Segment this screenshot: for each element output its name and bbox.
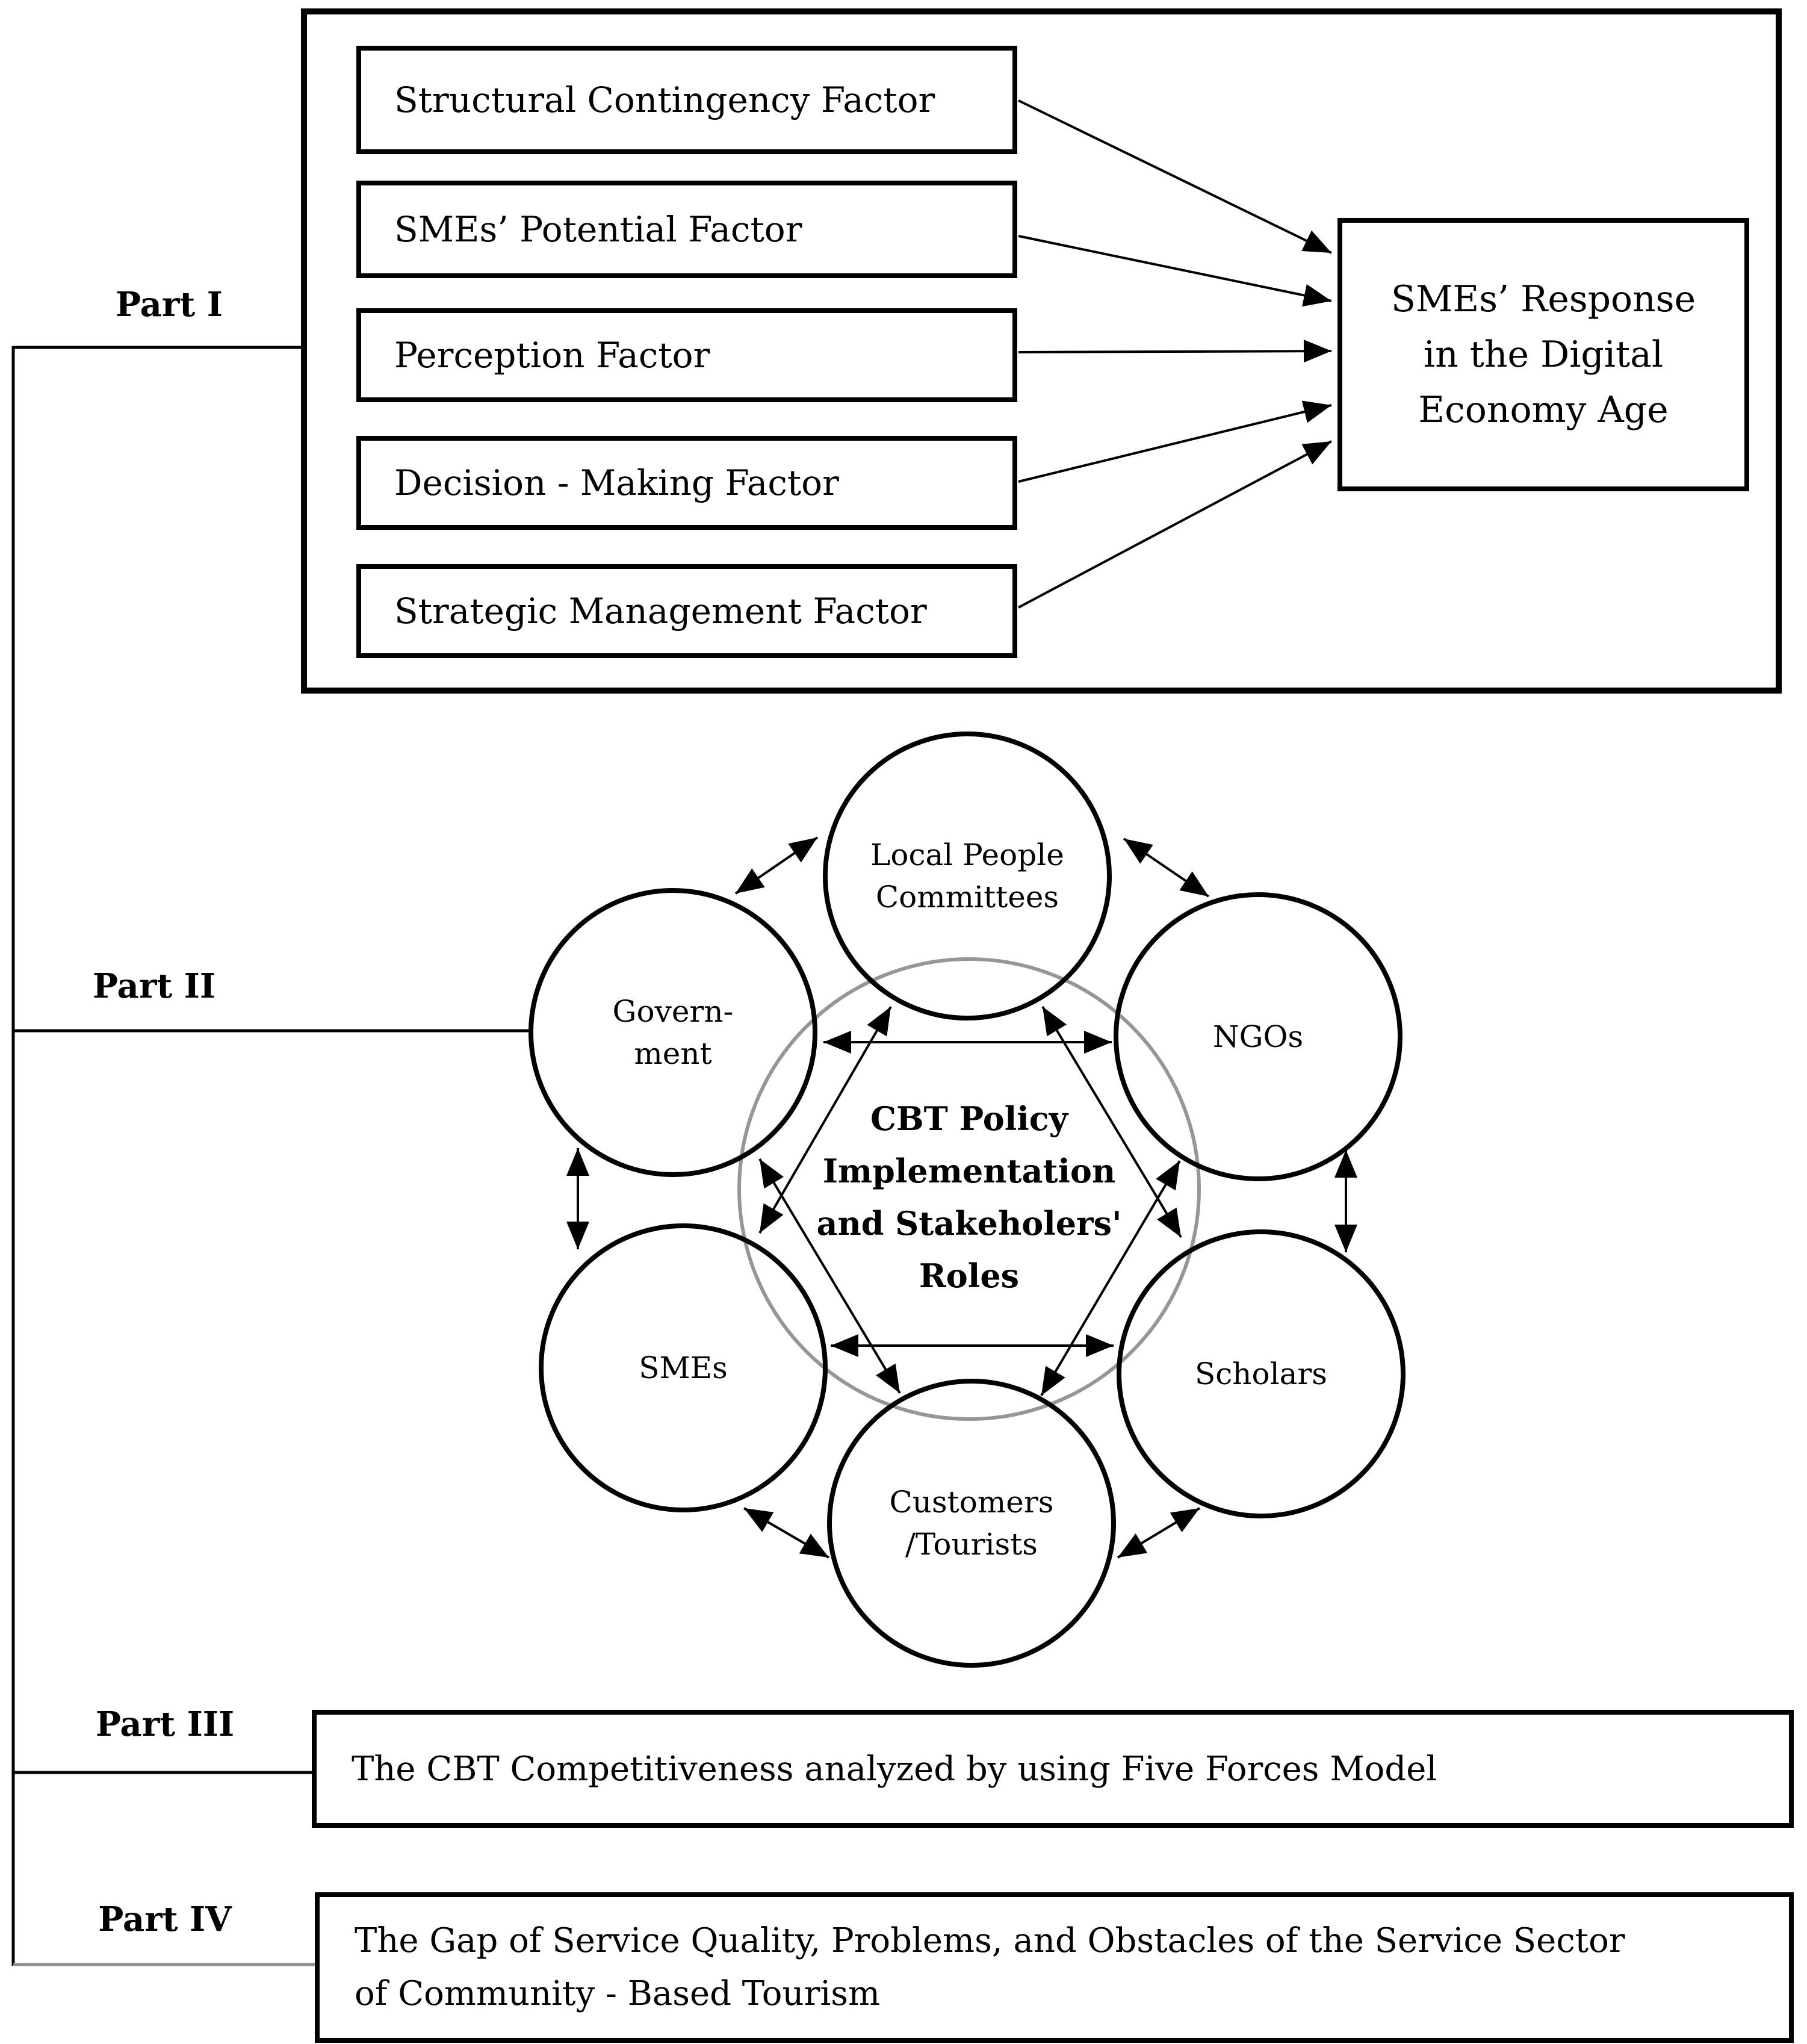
- cbt-policy-center-text: CBT Policy Implementation and Stakeholer…: [816, 1099, 1122, 1295]
- service-quality-gap-line: The Gap of Service Quality, Problems, an…: [355, 1921, 1625, 1960]
- part1-label: Part I: [116, 285, 223, 325]
- cbt-competitiveness-text: The CBT Competitiveness analyzed by usin…: [352, 1749, 1437, 1789]
- part1-outer-box: [301, 8, 1782, 694]
- service-quality-gap-box: The Gap of Service Quality, Problems, an…: [315, 1892, 1794, 2043]
- part2-arrows: [566, 836, 1357, 1559]
- arrow-ngos-customers: [1040, 1160, 1181, 1397]
- factor-box-structural: Structural Contingency Factor: [356, 46, 1017, 154]
- factor-box-decision: Decision - Making Factor: [356, 436, 1017, 530]
- customers-tourists-label: Customers /Tourists: [889, 1485, 1054, 1562]
- ngos-label: NGOs: [1212, 1019, 1304, 1054]
- arrow-smes-customers: [743, 1507, 830, 1559]
- arrow-government-customers: [758, 1158, 901, 1394]
- arrow-structural-to-response: [1018, 99, 1332, 254]
- response-line: Economy Age: [1418, 389, 1669, 431]
- response-line: in the Digital: [1423, 334, 1664, 376]
- cbt-competitiveness-box: The CBT Competitiveness analyzed by usin…: [312, 1710, 1794, 1828]
- factor-box-label: Perception Factor: [394, 335, 710, 376]
- part-spine: [11, 346, 530, 1966]
- part1-arrows: [1018, 99, 1332, 609]
- local-people-circle: Local People Committees: [823, 732, 1112, 1020]
- factor-box-label: Structural Contingency Factor: [394, 79, 935, 120]
- scholars-label: Scholars: [1195, 1356, 1327, 1391]
- part4-label: Part IV: [98, 1900, 232, 1939]
- smes-response-box: SMEs’ Response in the Digital Economy Ag…: [1337, 218, 1749, 491]
- smes-label: SMEs: [639, 1350, 728, 1385]
- arrow-scholars-customers: [1117, 1507, 1201, 1559]
- part3-label: Part III: [95, 1704, 235, 1744]
- response-line: SMEs’ Response: [1390, 278, 1696, 320]
- local-people-label: Local People Committees: [870, 837, 1064, 915]
- factor-box-label: Strategic Management Factor: [394, 591, 927, 632]
- government-label: Govern- ment: [612, 994, 734, 1071]
- arrow-decision-to-response: [1018, 400, 1332, 483]
- factor-box-label: Decision - Making Factor: [394, 462, 839, 503]
- factor-box-label: SMEs’ Potential Factor: [394, 209, 802, 250]
- factor-box-potential: SMEs’ Potential Factor: [356, 181, 1017, 278]
- arrow-potential-to-response: [1018, 235, 1332, 307]
- factor-box-perception: Perception Factor: [356, 308, 1017, 402]
- customers-tourists-circle: Customers /Tourists: [827, 1379, 1116, 1668]
- factor-box-strategic: Strategic Management Factor: [356, 564, 1017, 658]
- arrow-strategic-to-response: [1018, 440, 1332, 609]
- arrow-localpeople-ngos: [1123, 837, 1210, 898]
- arrow-perception-to-response: [1018, 340, 1332, 363]
- service-quality-gap-line: of Community - Based Tourism: [355, 1974, 881, 2013]
- arrow-localpeople-government: [734, 836, 819, 895]
- part2-label: Part II: [92, 966, 216, 1006]
